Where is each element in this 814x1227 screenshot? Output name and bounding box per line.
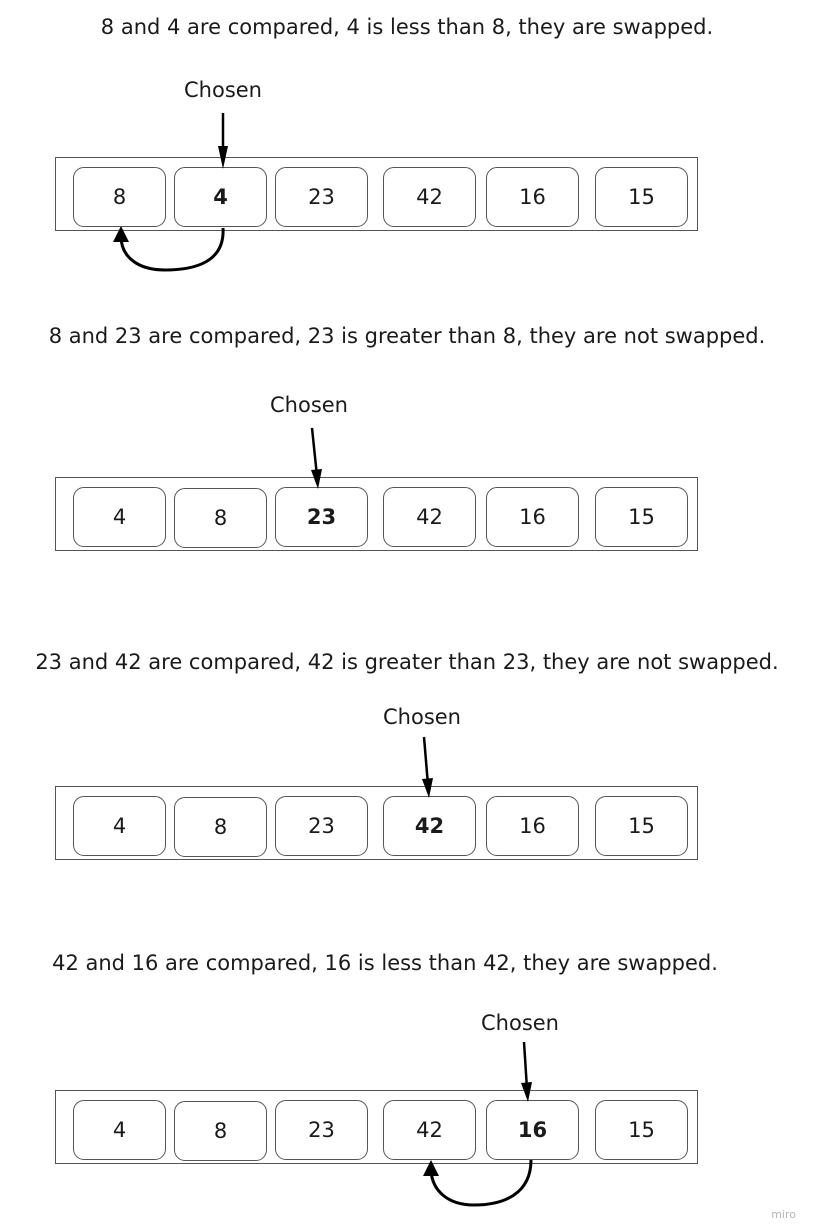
step-2-chosen-label: Chosen (270, 393, 348, 417)
step-4-array: 4 8 23 42 16 15 (55, 1090, 698, 1164)
array-cell: 23 (275, 167, 368, 227)
step-1-chosen-label: Chosen (184, 78, 262, 102)
array-cell: 8 (174, 797, 267, 857)
array-cell: 8 (174, 1101, 267, 1161)
array-cell: 15 (595, 487, 688, 547)
step-3-caption: 23 and 42 are compared, 42 is greater th… (35, 650, 779, 674)
swap-arrow (113, 226, 225, 272)
array-cell-chosen: 16 (486, 1100, 579, 1160)
array-cell: 4 (73, 796, 166, 856)
step-3-chosen-label: Chosen (383, 705, 461, 729)
step-2-array: 4 8 23 42 16 15 (55, 477, 698, 551)
array-cell: 15 (595, 1100, 688, 1160)
array-cell: 42 (383, 1100, 476, 1160)
step-4-chosen-label: Chosen (481, 1011, 559, 1035)
array-cell-chosen: 42 (383, 796, 476, 856)
step-4-caption: 42 and 16 are compared, 16 is less than … (52, 951, 718, 975)
array-cell: 23 (275, 1100, 368, 1160)
array-cell: 15 (595, 796, 688, 856)
array-cell: 8 (174, 488, 267, 548)
array-cell: 42 (383, 167, 476, 227)
array-cell: 16 (486, 167, 579, 227)
step-3-array: 4 8 23 42 16 15 (55, 786, 698, 860)
swap-arrow (423, 1159, 533, 1207)
array-cell-chosen: 4 (174, 167, 267, 227)
miro-watermark: miro (771, 1208, 796, 1221)
step-1-array: 8 4 23 42 16 15 (55, 157, 698, 231)
array-cell: 16 (486, 487, 579, 547)
array-cell: 16 (486, 796, 579, 856)
array-cell: 15 (595, 167, 688, 227)
array-cell: 42 (383, 487, 476, 547)
step-2-caption: 8 and 23 are compared, 23 is greater tha… (48, 324, 766, 348)
array-cell: 23 (275, 796, 368, 856)
array-cell: 4 (73, 487, 166, 547)
array-cell-chosen: 23 (275, 487, 368, 547)
array-cell: 4 (73, 1100, 166, 1160)
step-1-caption: 8 and 4 are compared, 4 is less than 8, … (100, 15, 714, 39)
array-cell: 8 (73, 167, 166, 227)
